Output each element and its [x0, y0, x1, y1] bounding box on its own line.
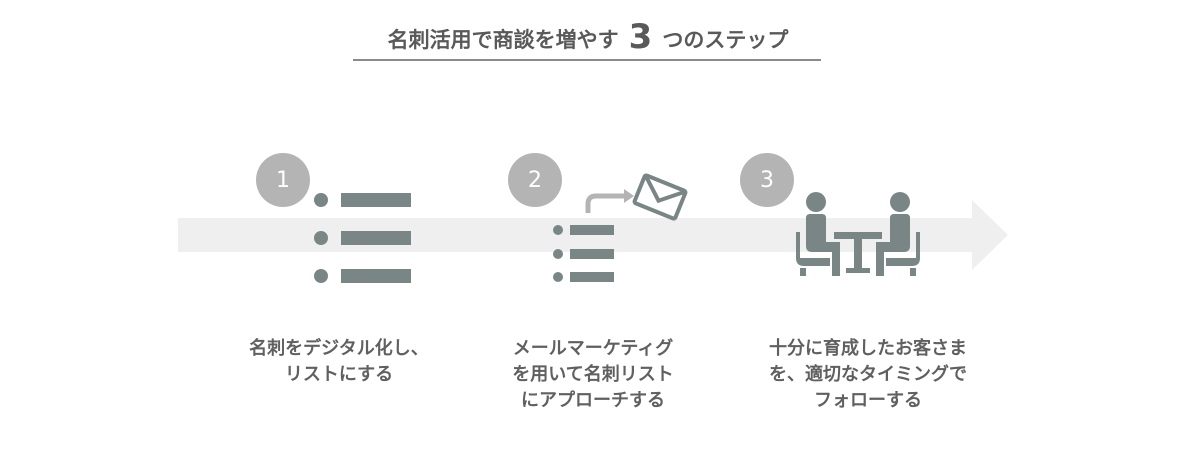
step-3-line-3: フォローする: [814, 390, 922, 411]
step-2-badge: 2: [508, 153, 562, 207]
step-2-caption: メールマーケティグ を用いて名刺リスト にアプローチする: [473, 336, 713, 414]
title-underline: [353, 59, 821, 61]
step-1-caption: 名刺をデジタル化し、 リストにする: [219, 336, 459, 388]
title-before: 名刺活用で商談を増やす: [387, 28, 619, 52]
step-3-badge: 3: [740, 153, 794, 207]
step-1-badge: 1: [256, 153, 310, 207]
list-icon: [314, 193, 411, 283]
meeting-icon: [796, 192, 920, 276]
step-3-line-2: を、適切なタイミングで: [769, 364, 967, 385]
step-2-line-1: メールマーケティグ: [512, 338, 674, 359]
step-1-line-1: 名刺をデジタル化し、: [249, 338, 429, 359]
diagram-title: 名刺活用で商談を増やす 3 つのステップ: [355, 18, 821, 54]
list-email-icon: [553, 173, 688, 282]
step-2-line-2: を用いて名刺リスト: [512, 364, 674, 385]
step-1-line-2: リストにする: [284, 364, 394, 385]
title-after: つのステップ: [662, 28, 789, 52]
title-number: 3: [628, 17, 653, 57]
step-3-caption: 十分に育成したお客さま を、適切なタイミングで フォローする: [748, 336, 988, 414]
step-3-line-1: 十分に育成したお客さま: [769, 338, 967, 359]
step-2-line-3: にアプローチする: [521, 390, 665, 411]
